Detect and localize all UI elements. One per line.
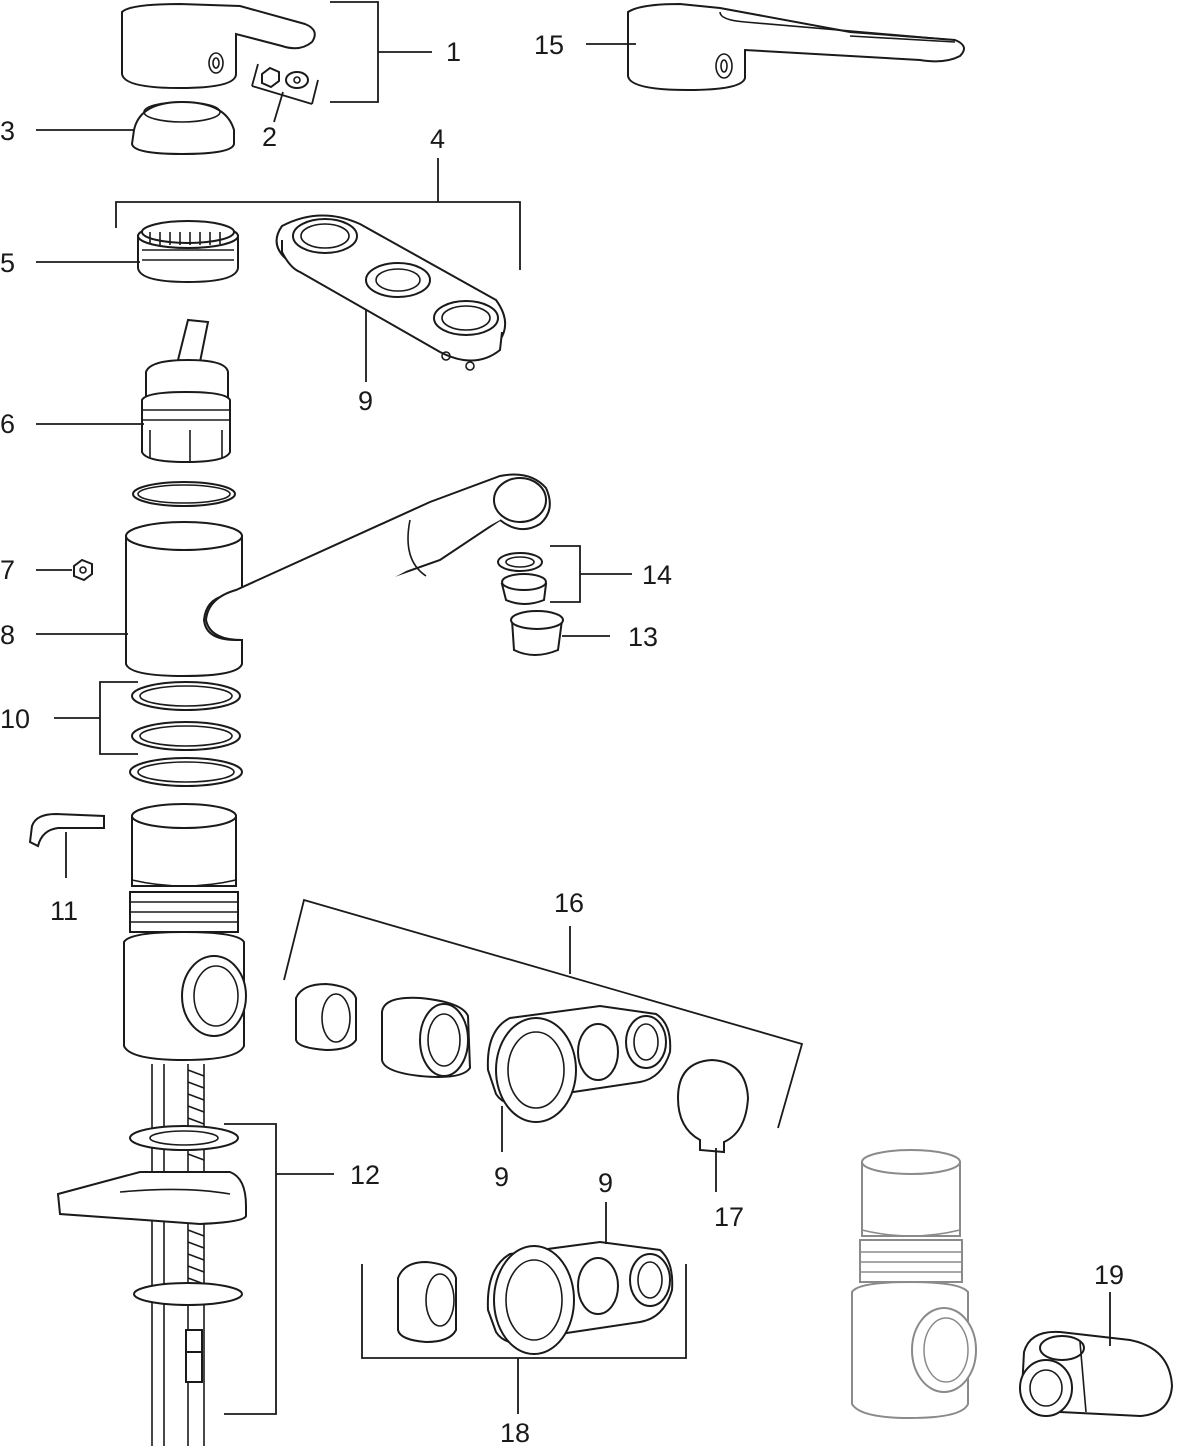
label-2: 2 [262,122,277,152]
label-14: 14 [642,560,672,590]
label-13: 13 [628,622,658,652]
label-15: 15 [534,30,564,60]
o-ring-under-cartridge [132,481,236,507]
part-17-cap [676,1058,750,1154]
label-5: 5 [0,248,15,278]
label-19: 19 [1094,1260,1124,1290]
part-3-cap [130,100,235,156]
part-10-seal-rings [129,681,243,787]
label-9-middle: 9 [494,1162,509,1192]
label-1: 1 [446,37,461,67]
label-8: 8 [0,620,15,650]
part-6-cartridge [141,318,231,464]
part-9-mounting-bar-top [275,214,507,371]
label-18: 18 [500,1418,530,1448]
part-16-diverter-set [295,982,672,1123]
lower-body-housing [123,803,247,1062]
label-17: 17 [714,1202,744,1232]
part-7-screw [73,558,93,582]
label-9-lower: 9 [598,1168,613,1198]
part-1-lever-handle [121,2,316,90]
part-2-grub-screws [251,63,319,105]
label-12: 12 [350,1160,380,1190]
part-5-bonnet-nut [137,220,239,284]
part-15-lever-variant [627,2,965,92]
label-9-top: 9 [358,386,373,416]
label-11: 11 [50,896,78,926]
part-19-diverter-valve [1019,1330,1174,1418]
part-14-aerator-washers [497,552,548,605]
ghost-lower-body-reference [851,1149,977,1420]
part-8-body-and-spout [125,473,551,678]
label-4: 4 [430,124,445,154]
part-13-aerator [510,610,564,656]
part-labels: 1 2 3 4 5 6 7 8 9 9 9 10 11 12 13 14 15 … [0,30,1124,1448]
label-3: 3 [0,116,15,146]
leader-lines [36,1,1111,1415]
part-12-mounting-set [56,1064,247,1446]
label-16: 16 [554,888,584,918]
label-6: 6 [0,409,15,439]
label-7: 7 [0,555,15,585]
part-18-diverter-set [397,1240,674,1355]
part-11-clip [28,812,105,848]
label-10: 10 [0,704,30,734]
